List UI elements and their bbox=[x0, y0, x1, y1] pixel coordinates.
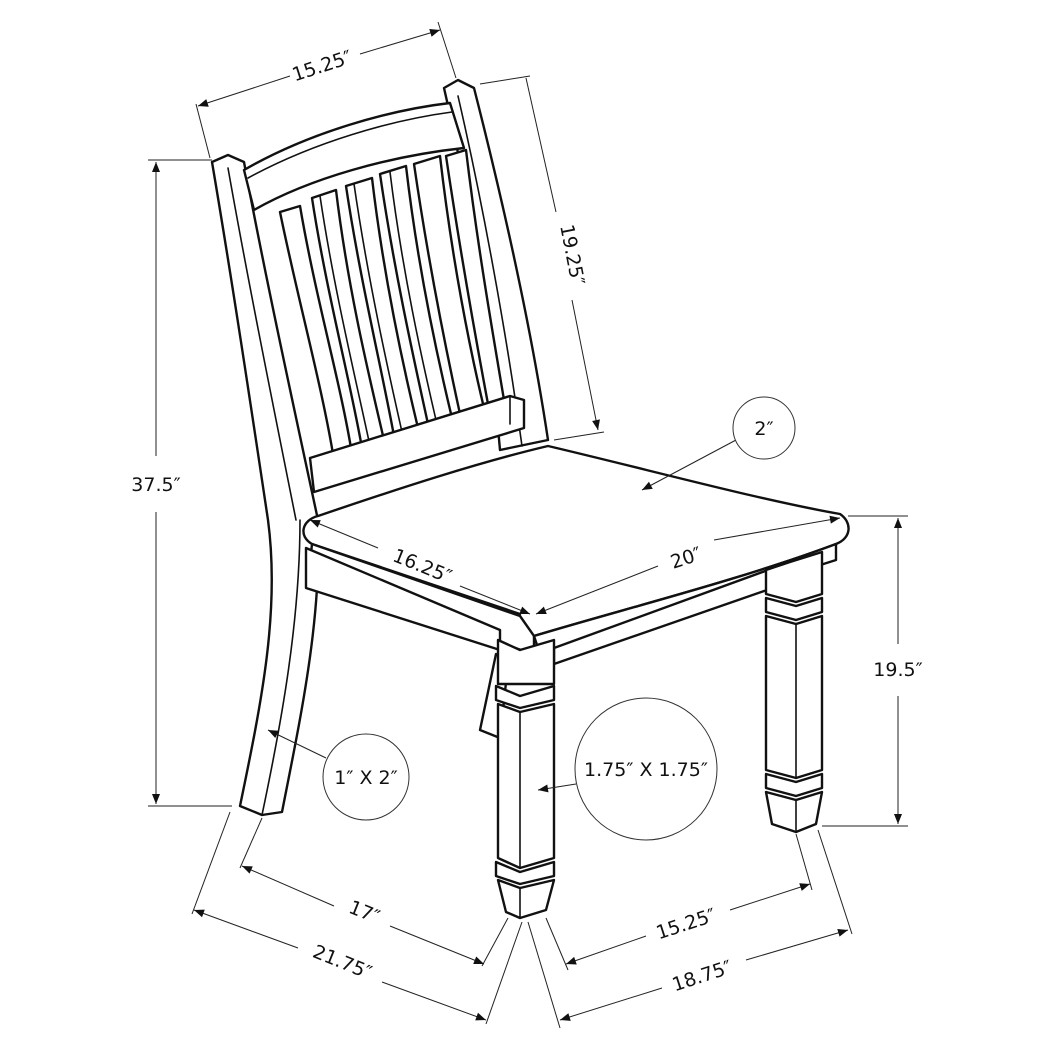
inner-width-label: 15.25″ bbox=[654, 904, 719, 944]
back-slats bbox=[278, 148, 506, 462]
chair-illustration bbox=[210, 78, 850, 920]
dimension-lines bbox=[148, 21, 908, 1029]
inner-depth-label: 17″ bbox=[346, 896, 383, 928]
front-leg-center bbox=[494, 638, 556, 920]
front-leg-size-label: 1.75″ X 1.75″ bbox=[584, 759, 708, 781]
seat-height-label: 19.5″ bbox=[873, 659, 922, 681]
left-back-post bbox=[210, 153, 320, 817]
front-leg-callout bbox=[574, 697, 718, 841]
overall-depth-label: 21.75″ bbox=[310, 941, 375, 984]
crest-rail bbox=[242, 101, 466, 212]
back-width-label: 15.25″ bbox=[290, 46, 355, 86]
back-height-label: 19.25″ bbox=[555, 223, 588, 288]
lower-back-rail bbox=[308, 394, 526, 494]
overall-height-label: 37.5″ bbox=[131, 474, 180, 496]
back-leg-callout bbox=[322, 733, 410, 821]
seat-thickness-label: 2″ bbox=[754, 418, 773, 440]
seat-thickness-callout bbox=[732, 396, 796, 460]
seat bbox=[302, 444, 850, 666]
back-leg-size-label: 1″ X 2″ bbox=[334, 767, 397, 789]
overall-width-label: 18.75″ bbox=[670, 956, 735, 996]
front-leg-right bbox=[764, 550, 824, 834]
